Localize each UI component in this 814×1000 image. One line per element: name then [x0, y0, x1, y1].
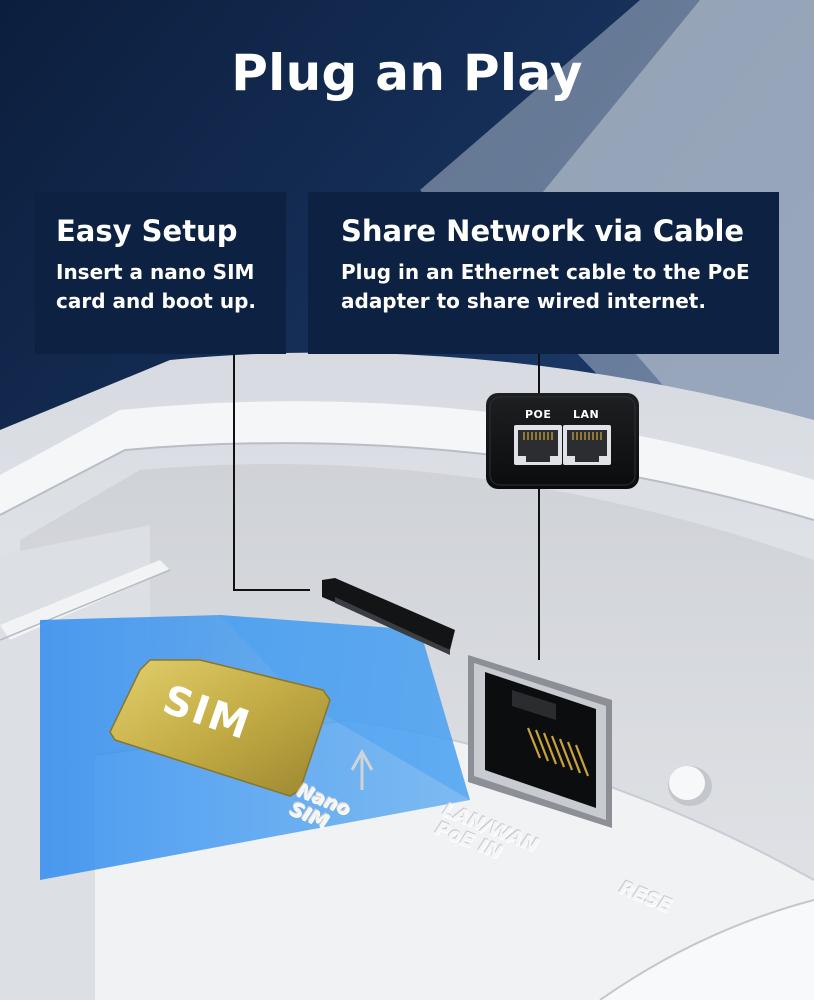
share-network-line-1: Plug in an Ethernet cable to the PoE — [341, 260, 750, 284]
poe-port-label: POE — [525, 408, 552, 421]
share-network-line-2: adapter to share wired internet. — [341, 289, 706, 313]
lan-port-label: LAN — [573, 408, 600, 421]
page-title: Plug an Play — [231, 44, 583, 102]
easy-setup-panel: Easy Setup Insert a nano SIM card and bo… — [35, 192, 286, 354]
ethernet-port-icon — [468, 655, 612, 828]
share-network-heading: Share Network via Cable — [341, 214, 745, 248]
easy-setup-line-1: Insert a nano SIM — [56, 260, 255, 284]
easy-setup-heading: Easy Setup — [56, 214, 238, 248]
share-network-panel: Share Network via Cable Plug in an Ether… — [308, 192, 779, 354]
poe-adapter-icon — [486, 393, 639, 489]
easy-setup-line-2: card and boot up. — [56, 289, 256, 313]
sim-card-icon — [109, 659, 331, 797]
reset-button-icon — [668, 766, 712, 806]
